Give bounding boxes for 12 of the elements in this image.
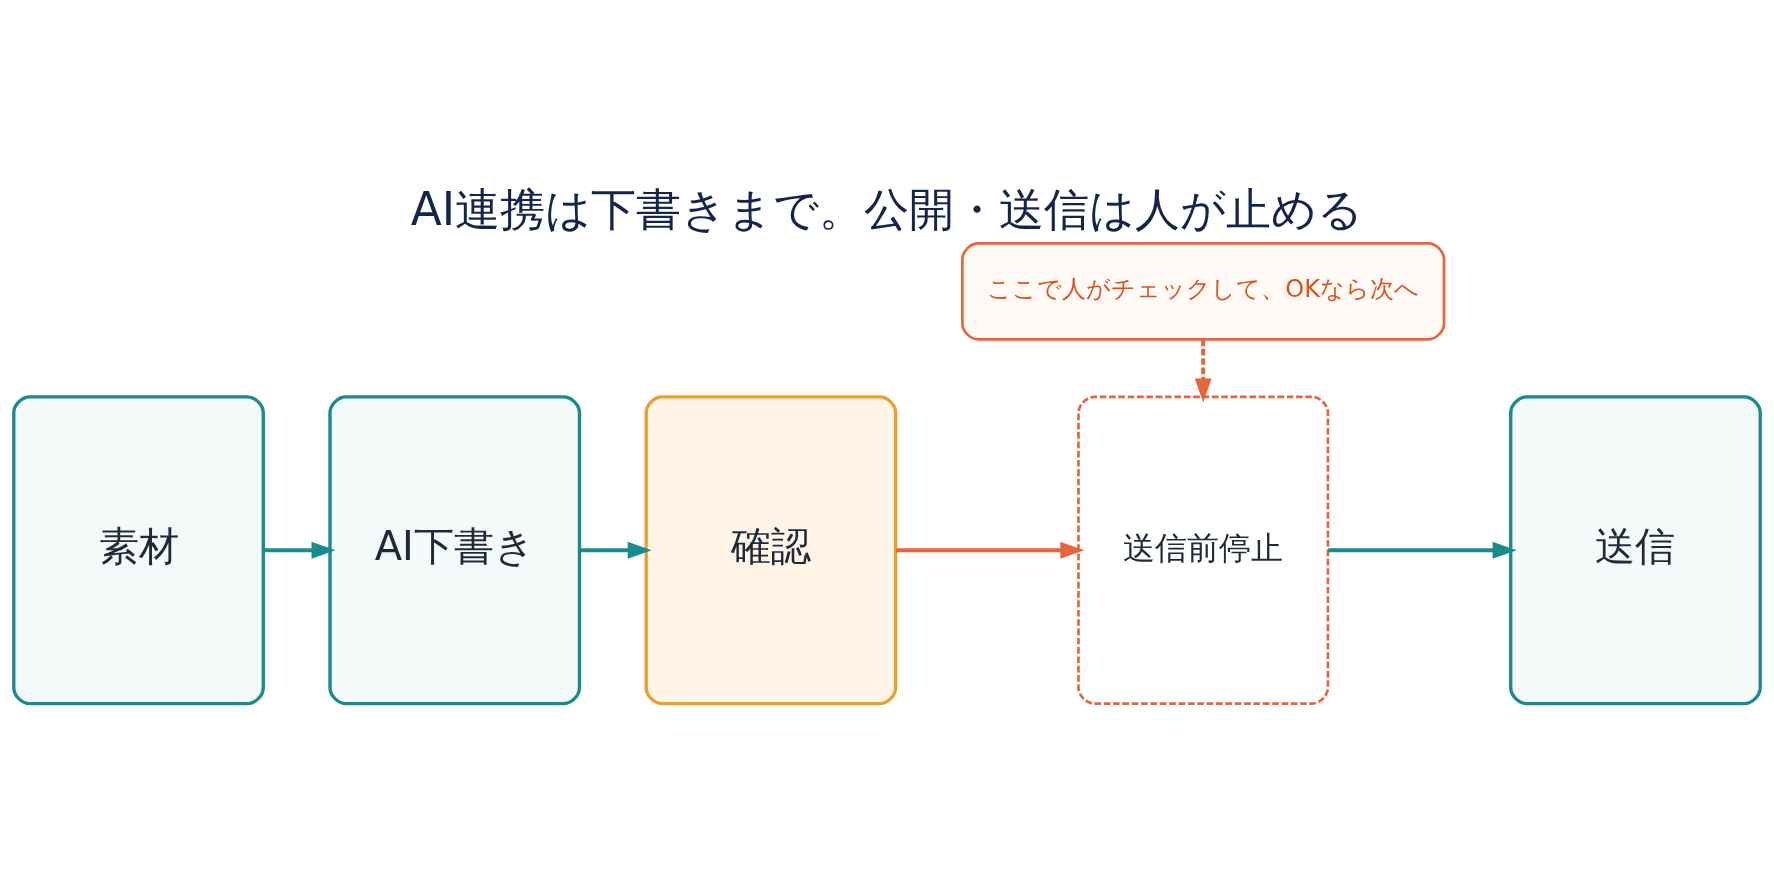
node-box: ここで人がチェックして、OKなら次へ xyxy=(961,242,1446,341)
node-box: 確認 xyxy=(644,395,898,706)
node-box: AI下書き xyxy=(328,395,582,706)
node-box: 送信 xyxy=(1509,395,1762,706)
arrow xyxy=(579,541,652,559)
arrow xyxy=(895,541,1085,559)
diagram-title: AI連携は下書きまで。公開・送信は人が止める xyxy=(410,182,1364,236)
arrow xyxy=(1328,541,1517,559)
node-box: 素材 xyxy=(12,395,265,706)
arrow xyxy=(1194,339,1212,403)
arrow xyxy=(263,541,336,559)
node-box: 送信前停止 xyxy=(1077,395,1330,705)
